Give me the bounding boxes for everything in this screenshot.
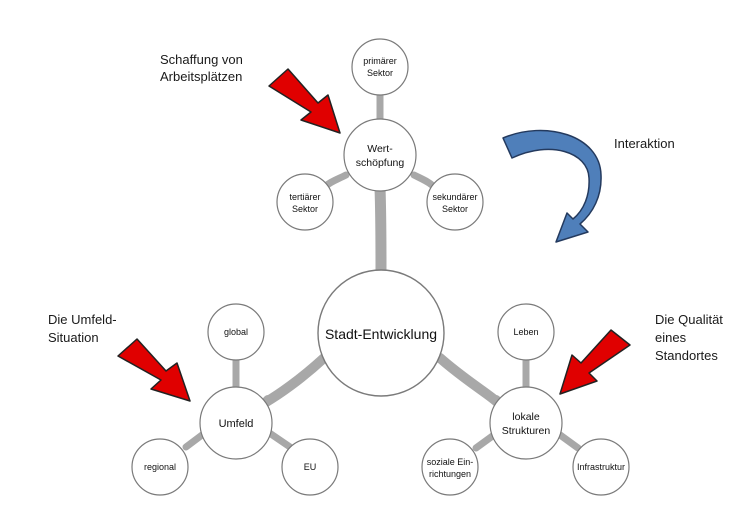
node-regional: regional — [131, 438, 189, 496]
node-tertiaerer-sektor: tertiärer Sektor — [276, 173, 334, 231]
annotation-qualitaet-line2: eines — [655, 330, 687, 345]
node-regional-label: regional — [144, 462, 176, 472]
node-global-label: global — [224, 327, 248, 337]
node-wertschoepfung-line1: Wert- — [367, 143, 393, 155]
node-primaer-line1: primärer — [363, 56, 397, 66]
node-sekundaer-line2: Sektor — [442, 204, 468, 214]
node-tertiaer-line1: tertiärer — [289, 192, 320, 202]
annotation-arbeitsplaetze-line1: Schaffung von — [160, 52, 243, 67]
connector-wert-sekundaer — [410, 171, 437, 190]
annotation-qualitaet-line3: Standortes — [655, 348, 718, 363]
node-umfeld: Umfeld — [199, 386, 273, 460]
node-sekundaer-line1: sekundärer — [432, 192, 477, 202]
node-stadt-entwicklung: Stadt-Entwicklung — [317, 269, 445, 397]
connector-center-wertschoepfung — [374, 182, 387, 276]
annotation-interaktion: Interaktion — [614, 136, 675, 151]
node-eu: EU — [281, 438, 339, 496]
annotation-qualitaet: Die Qualität eines Standortes — [655, 312, 723, 363]
node-wertschoepfung-line2: schöpfung — [356, 157, 405, 169]
annotation-umfeld-line1: Die Umfeld- — [48, 312, 117, 327]
node-soziale-einrichtungen: soziale Ein- richtungen — [421, 438, 479, 496]
connector-wert-tertiaer — [322, 171, 350, 190]
node-lokale-strukturen: lokale Strukturen — [489, 386, 563, 460]
connector-center-lokale — [435, 353, 502, 407]
annotation-umfeld-situation: Die Umfeld- Situation — [48, 312, 117, 345]
node-infrastruktur-label: Infrastruktur — [577, 462, 625, 472]
node-leben: Leben — [497, 303, 555, 361]
node-primaerer-sektor: primärer Sektor — [351, 38, 409, 96]
red-arrow-arbeitsplaetze — [268, 68, 341, 134]
node-tertiaer-line2: Sektor — [292, 204, 318, 214]
annotation-arbeitsplaetze-line2: Arbeitsplätzen — [160, 69, 242, 84]
node-stadt-entwicklung-label: Stadt-Entwicklung — [325, 326, 437, 342]
annotation-umfeld-line2: Situation — [48, 330, 99, 345]
node-soziale-line1: soziale Ein- — [427, 457, 474, 467]
node-eu-label: EU — [304, 462, 317, 472]
node-wertschoepfung: Wert- schöpfung — [343, 118, 417, 192]
node-primaer-line2: Sektor — [367, 68, 393, 78]
annotation-qualitaet-line1: Die Qualität — [655, 312, 723, 327]
red-arrow-umfeld — [117, 338, 191, 402]
red-arrow-standort — [559, 329, 631, 395]
connector-umfeld-eu — [264, 428, 294, 451]
node-lokale-line2: Strukturen — [502, 425, 551, 437]
node-leben-label: Leben — [513, 327, 538, 337]
annotation-arbeitsplaetze: Schaffung von Arbeitsplätzen — [160, 52, 243, 84]
node-sekundaerer-sektor: sekundärer Sektor — [426, 173, 484, 231]
node-umfeld-label: Umfeld — [219, 418, 254, 430]
node-soziale-line2: richtungen — [429, 469, 471, 479]
connector-center-umfeld — [261, 353, 329, 407]
node-lokale-line1: lokale — [512, 411, 540, 423]
node-global: global — [207, 303, 265, 361]
red-arrows — [117, 68, 631, 402]
node-infrastruktur: Infrastruktur — [572, 438, 630, 496]
blue-curved-arrow — [502, 129, 602, 243]
